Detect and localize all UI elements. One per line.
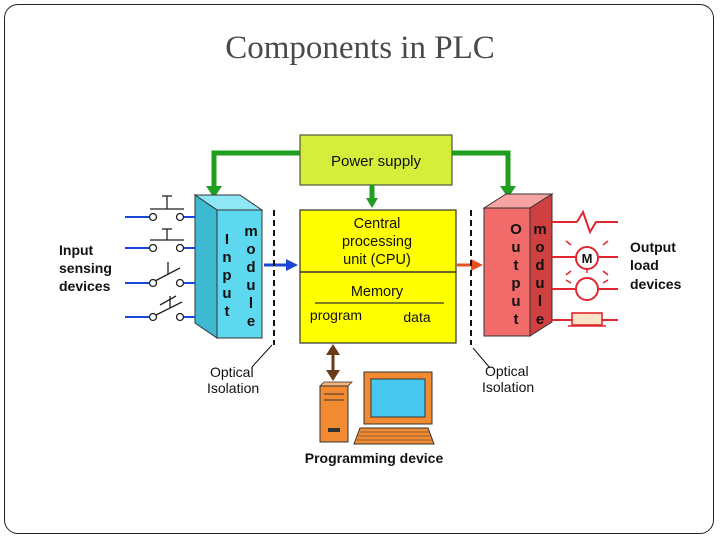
input-module-label-letter: n <box>222 249 231 266</box>
input-wires <box>125 216 195 318</box>
output-module-label-letter: p <box>511 275 520 292</box>
monitor-icon <box>363 371 433 425</box>
output-module-label: Output <box>510 221 522 328</box>
input-module <box>193 194 264 339</box>
optical-isolation-right-1: Optical <box>485 363 529 379</box>
power-arrow-output <box>500 186 516 198</box>
input-module-label-letter: u <box>222 285 231 302</box>
lamp-icon <box>565 268 609 301</box>
power-arrow-input <box>206 186 222 198</box>
input-module-suffix-letter: e <box>247 313 255 330</box>
cpu-line-2: processing <box>342 234 412 250</box>
output-module-suffix-letter: d <box>535 257 544 274</box>
input-switch-3 <box>148 262 185 288</box>
optical-isolation-right-2: Isolation <box>482 379 534 395</box>
cpu-programming-arrow <box>326 344 340 381</box>
programming-device-label: Programming device <box>305 450 444 466</box>
memory-label: Memory <box>351 284 404 300</box>
input-module-label: Input <box>222 231 231 320</box>
input-switch-4 <box>148 295 185 322</box>
output-module-suffix-letter: m <box>533 221 546 238</box>
slide-title: Components in PLC <box>225 30 495 66</box>
solenoid-icon <box>568 312 606 327</box>
cpu-line-3: unit (CPU) <box>343 252 411 268</box>
output-module-suffix-letter: e <box>536 311 544 328</box>
input-to-cpu-arrow <box>264 259 298 271</box>
svg-text:M: M <box>582 251 593 266</box>
output-module-label-letter: t <box>514 257 519 274</box>
output-module-suffix-letter: u <box>535 275 544 292</box>
input-switch-2 <box>148 228 185 253</box>
data-label: data <box>403 309 430 325</box>
input-module-suffix-letter: d <box>246 259 255 276</box>
output-devices-label-2: load <box>630 257 659 273</box>
optical-pointer-right <box>472 347 491 369</box>
output-module-suffix-letter: o <box>535 239 544 256</box>
input-switch-1 <box>148 195 185 222</box>
output-module-label-letter: t <box>514 311 519 328</box>
input-module-suffix-letter: o <box>246 241 255 258</box>
output-module-label-letter: u <box>511 239 520 256</box>
input-module-suffix-letter: u <box>246 277 255 294</box>
input-devices-label-1: Input <box>59 242 94 258</box>
power-arrow-cpu <box>366 198 378 208</box>
output-module-label-letter: O <box>510 221 522 238</box>
power-supply-box <box>299 134 453 186</box>
optical-pointer-left <box>251 344 273 368</box>
input-devices-label-2: sensing <box>59 260 112 276</box>
motor-icon: M <box>565 240 609 276</box>
input-devices-label-3: devices <box>59 278 111 294</box>
input-module-label-letter: t <box>225 303 230 320</box>
computer-tower-icon <box>319 381 353 443</box>
output-devices-label-1: Output <box>630 239 676 255</box>
output-devices-label-3: devices <box>630 276 682 292</box>
cpu-box <box>299 209 457 344</box>
input-module-suffix-letter: m <box>244 223 257 240</box>
program-label: program <box>310 307 362 323</box>
power-supply-label: Power supply <box>331 153 422 170</box>
output-module <box>482 193 554 337</box>
power-lines <box>211 150 511 200</box>
input-module-suffix-letter: l <box>249 295 253 312</box>
input-module-label-letter: p <box>222 267 231 284</box>
optical-isolation-left-1: Optical <box>210 364 254 380</box>
output-module-suffix-letter: l <box>538 293 542 310</box>
optical-isolation-left-2: Isolation <box>207 380 259 396</box>
output-module-label-letter: u <box>511 293 520 310</box>
cpu-line-1: Central <box>354 216 401 232</box>
input-module-label-letter: I <box>225 231 229 248</box>
keyboard-icon <box>353 427 435 445</box>
